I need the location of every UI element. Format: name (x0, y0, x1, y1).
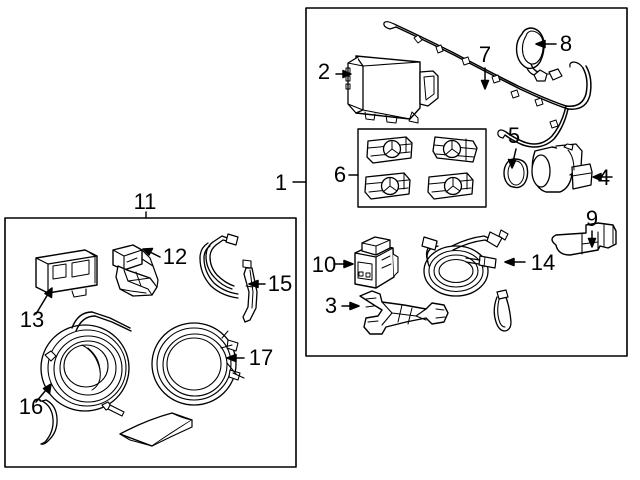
callout-17: 17 (249, 345, 273, 370)
part-u-clip (493, 289, 512, 332)
part-control-unit (35, 249, 98, 298)
part-connector-housing (112, 244, 159, 297)
callout-15: 15 (268, 271, 292, 296)
part-sensor-cap (503, 158, 529, 189)
part-bumper-wire-harness (383, 21, 592, 148)
callout-14: 14 (531, 250, 555, 275)
callout-9: 9 (586, 206, 598, 231)
callout-labels: 1 2 3 4 5 6 7 8 9 10 11 12 13 14 15 16 1… (19, 31, 610, 419)
part-hose-clip (40, 399, 58, 445)
part-parking-sensor (531, 143, 593, 193)
part-control-module (345, 55, 439, 124)
callout-1: 1 (275, 170, 287, 195)
retainer-top-left (366, 136, 413, 164)
retainer-bottom-left (364, 172, 411, 200)
callout-6: 6 (334, 162, 346, 187)
callout-5: 5 (508, 123, 520, 148)
callout-11: 11 (134, 189, 157, 214)
part-screw (101, 401, 125, 417)
callout-4: 4 (598, 165, 610, 190)
callout-3: 3 (325, 293, 337, 318)
callout-13: 13 (20, 307, 44, 332)
callout-8: 8 (560, 31, 572, 56)
part-dash-switch (354, 236, 399, 289)
leader-lines (35, 39, 613, 403)
callout-7: 7 (479, 42, 491, 67)
retainer-top-right (432, 136, 478, 163)
callout-10: 10 (312, 252, 336, 277)
callout-2: 2 (318, 59, 330, 84)
part-coiled-wire-right (151, 322, 245, 406)
callout-12: 12 (163, 244, 187, 269)
retainer-bottom-right (427, 172, 474, 200)
part-harness-clip (515, 27, 563, 82)
part-jumper-harness (421, 229, 509, 297)
part-coiled-wire-left (40, 311, 132, 412)
callout-16: 16 (19, 394, 43, 419)
part-foam-pad (119, 412, 193, 447)
part-sensor-retainer-set (357, 128, 487, 208)
part-mounting-bracket (359, 290, 449, 335)
